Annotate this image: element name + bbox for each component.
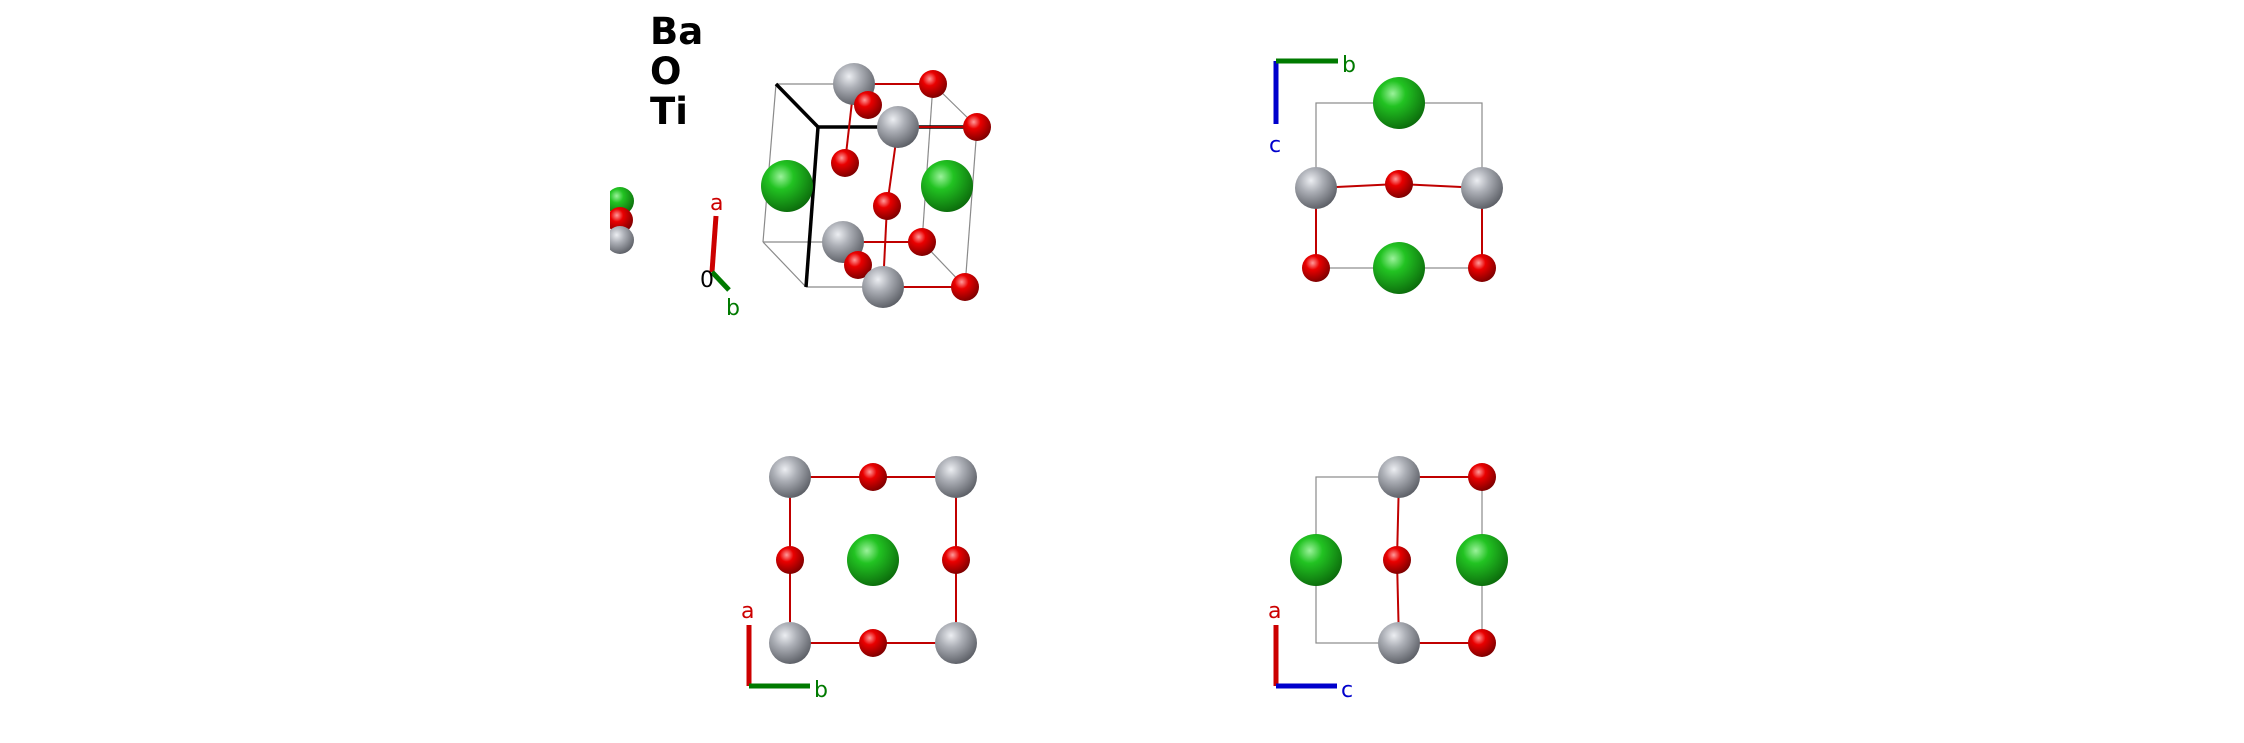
axis-label-b: b: [726, 296, 740, 321]
ti-atom: [1378, 456, 1420, 498]
bc-projection-view: [1295, 77, 1503, 294]
ba-atom: [921, 160, 973, 212]
o-atom: [919, 70, 947, 98]
bc-axis-triad: b c: [1269, 53, 1356, 158]
ab-axis-triad: a b: [741, 599, 828, 703]
axis-label-a: a: [1268, 599, 1281, 624]
axis-label-b: b: [814, 678, 828, 703]
perspective-view: [761, 63, 991, 308]
legend-label-ba: Ba: [650, 10, 703, 53]
ti-atom: [1378, 622, 1420, 664]
ti-atom: [1295, 167, 1337, 209]
axis-label-origin: 0: [700, 268, 714, 293]
ba-atom: [1373, 242, 1425, 294]
o-atom: [873, 192, 901, 220]
o-atom: [610, 207, 633, 233]
ab-projection-view: [769, 456, 977, 664]
o-atom: [1383, 546, 1411, 574]
ba-atom: [1373, 77, 1425, 129]
b-axis-arrow: [710, 270, 731, 292]
ti-atom: [769, 622, 811, 664]
o-atom: [1468, 254, 1496, 282]
o-atom: [854, 91, 882, 119]
ti-atom: [862, 266, 904, 308]
legend-label-ti: Ti: [650, 90, 688, 133]
cell-edge: [762, 241, 807, 288]
o-atom: [1468, 629, 1496, 657]
ti-atom: [935, 622, 977, 664]
o-atom: [942, 546, 970, 574]
axis-label-b: b: [1342, 53, 1356, 78]
ti-atom: [1461, 167, 1503, 209]
cell-edge-bold: [774, 82, 820, 129]
ti-atom: [610, 226, 634, 254]
cell-edge: [762, 83, 777, 243]
ti-atom: [769, 456, 811, 498]
o-atom: [951, 273, 979, 301]
o-atom: [963, 113, 991, 141]
o-atom: [859, 629, 887, 657]
o-atom: [844, 251, 872, 279]
o-atom: [1468, 463, 1496, 491]
ac-projection-view: [1290, 456, 1508, 664]
cell-edge-bold: [804, 126, 820, 288]
species-legend: Ba O Ti: [650, 10, 703, 133]
axis-label-a: a: [710, 191, 723, 216]
ba-atom: [1290, 534, 1342, 586]
ba-atom: [847, 534, 899, 586]
o-atom: [1302, 254, 1330, 282]
o-atom: [831, 149, 859, 177]
o-atom: [1385, 170, 1413, 198]
ba-atom: [1456, 534, 1508, 586]
o-atom: [776, 546, 804, 574]
axis-label-a: a: [741, 599, 754, 624]
axis-label-c: c: [1269, 133, 1281, 158]
o-atom: [859, 463, 887, 491]
o-atom: [908, 228, 936, 256]
legend-label-o: O: [650, 50, 681, 93]
perspective-axis-triad: a 0 b: [700, 191, 740, 321]
axis-label-c: c: [1341, 678, 1353, 703]
cell-edge: [921, 83, 934, 243]
ti-atom: [935, 456, 977, 498]
ba-atom: [761, 160, 813, 212]
a-axis-arrow: [709, 215, 719, 273]
ac-axis-triad: a c: [1268, 599, 1353, 703]
cell-edge: [964, 126, 978, 288]
edge-atom-stack: [610, 187, 634, 254]
ti-atom: [877, 106, 919, 148]
